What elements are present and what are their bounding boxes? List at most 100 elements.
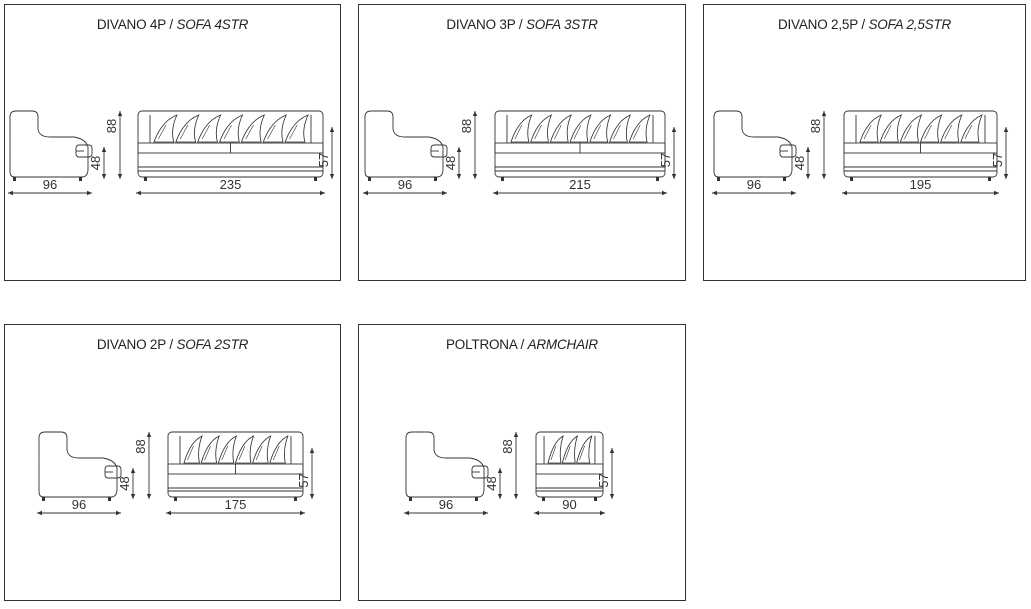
title-separator: / bbox=[857, 17, 869, 32]
panel-title: DIVANO 2,5P / SOFA 2,5STR bbox=[704, 17, 1025, 32]
arrow-head bbox=[472, 174, 478, 179]
side-view: 48 88 96 bbox=[37, 431, 152, 516]
arrow-head bbox=[300, 510, 305, 516]
back-cushion bbox=[175, 114, 200, 143]
depth-dimension bbox=[8, 190, 92, 196]
depth-dimension bbox=[712, 190, 796, 196]
arrow-head bbox=[146, 494, 152, 499]
depth-label: 96 bbox=[747, 177, 761, 192]
back-cushion bbox=[940, 114, 963, 143]
arrow-head bbox=[497, 468, 503, 473]
arrow-head bbox=[600, 510, 605, 516]
arrow-head bbox=[363, 190, 368, 196]
arrow-head bbox=[821, 111, 827, 116]
arrow-head bbox=[87, 190, 92, 196]
arrow-head bbox=[130, 494, 136, 499]
back-cushion bbox=[217, 435, 238, 464]
seat-height-dimension bbox=[497, 468, 503, 499]
arrow-head bbox=[456, 174, 462, 179]
back-cushion bbox=[183, 435, 203, 464]
leg bbox=[656, 177, 659, 181]
arrow-head bbox=[609, 494, 615, 499]
back-cushion bbox=[576, 435, 593, 464]
arm-height-dimension bbox=[309, 448, 315, 499]
cushion-crease bbox=[579, 445, 585, 461]
arrow-head bbox=[404, 510, 409, 516]
cushion-crease bbox=[223, 124, 232, 140]
arrow-head bbox=[130, 468, 136, 473]
cushion-crease bbox=[883, 124, 892, 140]
arrow-head bbox=[101, 174, 107, 179]
side-profile-outline bbox=[405, 431, 485, 498]
total-height-label: 88 bbox=[459, 119, 474, 133]
foot bbox=[108, 497, 111, 501]
title-separator: / bbox=[516, 337, 528, 352]
title-italic: SOFA 2,5STR bbox=[868, 17, 952, 32]
cushion-crease bbox=[564, 445, 571, 461]
arrow-head bbox=[609, 448, 615, 453]
arrow-head bbox=[472, 111, 478, 116]
leg bbox=[594, 497, 597, 501]
back-cushion bbox=[530, 114, 553, 143]
arrow-head bbox=[166, 510, 171, 516]
back-cushion bbox=[252, 435, 272, 464]
back-cushion bbox=[200, 435, 220, 464]
leg bbox=[144, 177, 147, 181]
leg bbox=[314, 177, 317, 181]
cushion-crease bbox=[863, 124, 872, 140]
cushion-crease bbox=[550, 445, 557, 461]
depth-dimension bbox=[363, 190, 447, 196]
width-label: 175 bbox=[225, 497, 247, 512]
arrow-head bbox=[805, 174, 811, 179]
foot bbox=[434, 177, 437, 181]
total-height-label: 88 bbox=[808, 119, 823, 133]
seat-height-label: 48 bbox=[88, 156, 103, 170]
arrow-head bbox=[37, 510, 42, 516]
total-height-dimension bbox=[821, 111, 827, 179]
side-profile-outline bbox=[38, 431, 118, 498]
total-height-dimension bbox=[513, 432, 519, 499]
title-main: DIVANO 2,5P bbox=[777, 17, 858, 32]
total-height-dimension bbox=[146, 432, 152, 499]
title-separator: / bbox=[515, 17, 526, 32]
back-cushion bbox=[153, 114, 178, 143]
arrow-head bbox=[329, 127, 335, 132]
back-cushion bbox=[960, 114, 983, 143]
cushion-crease bbox=[944, 124, 953, 140]
foot bbox=[475, 497, 478, 501]
seat-height-label: 48 bbox=[117, 476, 132, 490]
title-main: DIVANO 4P bbox=[96, 17, 166, 32]
cushion-crease bbox=[221, 445, 229, 461]
depth-label: 96 bbox=[43, 177, 57, 192]
width-dimension bbox=[493, 190, 667, 196]
arrow-head bbox=[309, 494, 315, 499]
seat-height-label: 48 bbox=[484, 476, 499, 490]
back-cushion bbox=[510, 114, 533, 143]
arrow-head bbox=[662, 190, 667, 196]
arrow-head bbox=[320, 190, 325, 196]
back-cushion bbox=[899, 114, 923, 143]
cushion-crease bbox=[632, 124, 641, 140]
cushion-crease bbox=[613, 124, 621, 140]
side-profile-outline bbox=[9, 110, 89, 178]
panel-title: DIVANO 2P / SOFA 2STR bbox=[5, 337, 340, 352]
leg bbox=[501, 177, 504, 181]
back-cushion bbox=[919, 114, 943, 143]
depth-label: 96 bbox=[72, 497, 86, 512]
back-cushion bbox=[549, 114, 572, 143]
arrow-head bbox=[671, 127, 677, 132]
title-italic: SOFA 3STR bbox=[525, 17, 598, 32]
arrow-head bbox=[493, 190, 498, 196]
cushion-crease bbox=[289, 124, 298, 140]
arrow-head bbox=[117, 174, 123, 179]
total-height-label: 88 bbox=[133, 439, 148, 453]
arrow-head bbox=[146, 432, 152, 437]
back-cushion bbox=[234, 435, 255, 464]
